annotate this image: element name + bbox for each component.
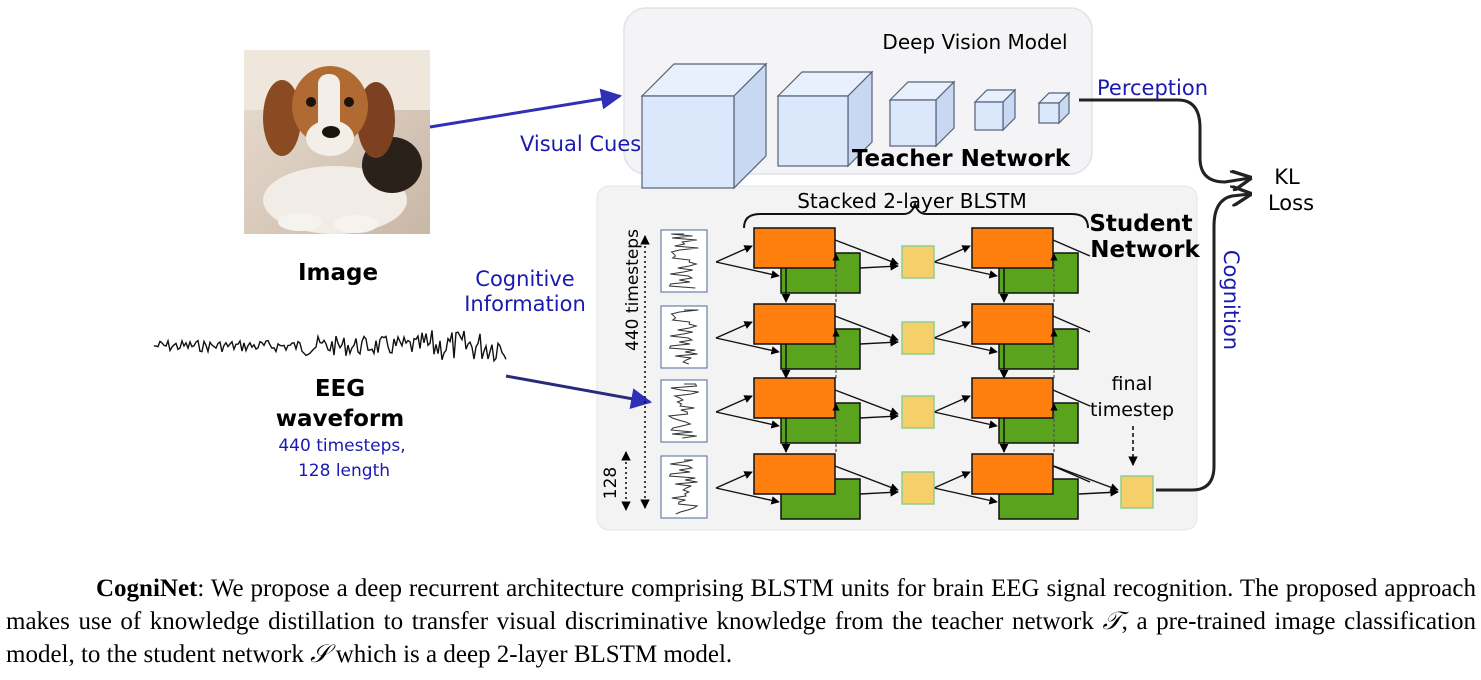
blstm-label: Stacked 2-layer BLSTM <box>797 189 1027 213</box>
perception-arrow <box>1079 98 1250 182</box>
output-arrow <box>859 262 899 271</box>
caption-title: CogniNet <box>96 575 198 602</box>
timesteps-label: 440 timesteps <box>623 229 643 351</box>
figure-caption: CogniNet: We propose a deep recurrent ar… <box>6 572 1476 671</box>
blstm-row-3 <box>660 377 1091 453</box>
forward-lstm-cell <box>753 377 836 419</box>
eeg-segment-wave <box>668 233 699 289</box>
input-arrow <box>715 321 753 339</box>
architecture-diagram: Image EEG waveform 440 timesteps, 128 le… <box>153 7 1314 531</box>
output-arrow <box>859 412 899 421</box>
kl-loss-line1: KL <box>1274 165 1300 189</box>
eeg-segment-thumbnail <box>660 455 708 519</box>
image-label: Image <box>298 260 378 286</box>
eeg-segment-wave <box>667 383 699 439</box>
cube-2 <box>776 70 874 168</box>
length-label: 128 <box>601 467 621 499</box>
caption-part2: , a pre-trained image classification mod… <box>6 608 1477 668</box>
input-arrow <box>715 487 780 505</box>
caption-symbol-t: 𝒯 <box>1102 608 1122 635</box>
final-output-arrow <box>1053 465 1119 492</box>
input-arrow <box>933 321 971 339</box>
eeg-segment-thumbnail <box>660 305 708 369</box>
cognitive-information-line2: Information <box>464 292 586 316</box>
forward-lstm-cell <box>753 303 836 345</box>
input-arrow <box>715 245 753 263</box>
output-arrow <box>834 315 899 342</box>
cube-4 <box>973 88 1017 132</box>
forward-lstm-cell <box>971 227 1054 269</box>
kl-loss-line2: Loss <box>1268 191 1314 215</box>
student-network-line2: Network <box>1090 237 1200 263</box>
layer1-output-square <box>901 471 935 505</box>
eeg-segment-thumbnail <box>660 229 708 293</box>
dog-image <box>244 50 430 234</box>
cognition-label: Cognition <box>1219 250 1243 350</box>
output-arrow <box>834 389 899 416</box>
eeg-segment-wave <box>668 459 699 515</box>
cognitive-information-arrow <box>505 374 653 409</box>
cube-1 <box>640 62 768 190</box>
cube-3 <box>888 80 956 148</box>
output-arrow <box>859 338 899 347</box>
input-arrow <box>715 261 780 279</box>
eeg-subtitle-line2: 128 length <box>298 461 390 481</box>
eeg-subtitle-line1: 440 timesteps, <box>278 436 405 456</box>
final-output-square <box>1120 475 1154 509</box>
visual-cues-arrow <box>429 88 623 129</box>
input-arrow <box>933 245 971 263</box>
eeg-title-line2: waveform <box>276 406 404 432</box>
layer1-output-square <box>901 395 935 429</box>
input-arrow <box>715 411 780 429</box>
input-arrow <box>933 411 998 429</box>
output-arrow <box>834 465 899 492</box>
input-arrow <box>933 395 971 413</box>
output-arrow <box>859 488 899 497</box>
final-timestep-line2: timestep <box>1090 399 1174 421</box>
forward-lstm-cell <box>971 377 1054 419</box>
output-arrow <box>834 239 899 266</box>
input-arrow <box>715 471 753 489</box>
visual-cues-label: Visual Cues <box>520 132 641 156</box>
student-network-line1: Student <box>1089 211 1192 237</box>
forward-lstm-cell <box>971 453 1054 495</box>
blstm-row-1 <box>660 227 1091 303</box>
cognition-arrow <box>1156 194 1250 492</box>
final-timestep-line1: final <box>1112 373 1153 395</box>
eeg-segment-wave <box>668 309 699 365</box>
caption-part3: which is a deep 2-layer BLSTM model. <box>329 641 733 668</box>
deep-vision-model-label: Deep Vision Model <box>882 30 1067 54</box>
student-blstm-rows <box>660 227 1119 520</box>
teacher-cnn-cubes <box>640 62 1071 190</box>
blstm-brace <box>743 200 1089 229</box>
layer1-output-square <box>901 245 935 279</box>
eeg-waveform <box>153 330 507 363</box>
output-arrow <box>1052 315 1091 333</box>
blstm-row-4 <box>660 453 1091 520</box>
cognitive-information-line1: Cognitive <box>475 267 574 291</box>
caption-part1: : We propose a deep recurrent architectu… <box>6 575 1476 635</box>
output-arrow <box>1052 389 1091 407</box>
output-arrow <box>1052 239 1091 257</box>
input-arrow <box>933 261 998 279</box>
input-arrow <box>933 471 971 489</box>
blstm-row-2 <box>660 303 1091 379</box>
teacher-network-label: Teacher Network <box>852 146 1071 172</box>
eeg-title-line1: EEG <box>315 376 365 402</box>
layer1-output-square <box>901 321 935 355</box>
input-arrow <box>933 337 998 355</box>
forward-lstm-cell <box>753 227 836 269</box>
cube-5 <box>1037 91 1071 125</box>
input-arrow <box>715 337 780 355</box>
caption-symbol-s: 𝒮 <box>310 641 330 668</box>
perception-label: Perception <box>1097 76 1208 100</box>
final-output-arrow <box>1078 488 1119 497</box>
input-arrow <box>933 487 998 505</box>
forward-lstm-cell <box>971 303 1054 345</box>
forward-lstm-cell <box>753 453 836 495</box>
input-arrow <box>715 395 753 413</box>
